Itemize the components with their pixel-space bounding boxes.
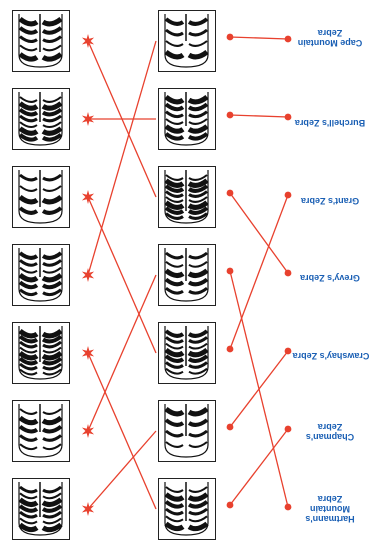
left-stripe-panel-1	[12, 10, 70, 72]
middle-stripe-panel-4	[158, 244, 216, 306]
zebra-stripe-pattern-icon	[13, 89, 68, 148]
panel-dot-7	[227, 502, 234, 509]
star-marker-4	[82, 268, 94, 282]
label-burchells-zebra: Burchell's Zebra	[286, 118, 374, 128]
left-stripe-panel-5	[12, 322, 70, 384]
zebra-stripe-pattern-icon	[13, 245, 68, 304]
label-link-line-2	[230, 115, 288, 117]
middle-stripe-panel-1	[158, 10, 216, 72]
label-grevys-zebra: Grevy's Zebra	[290, 273, 370, 283]
label-cape-mountain-zebra: Cape Mountain Zebra	[290, 28, 370, 48]
zebra-stripe-pattern-icon	[159, 167, 214, 226]
left-stripe-panel-7	[12, 478, 70, 540]
zebra-stripe-pattern-icon	[13, 479, 68, 538]
panel-dot-6	[227, 424, 234, 431]
zebra-stripe-pattern-icon	[159, 11, 214, 70]
star-marker-6	[82, 424, 94, 438]
zebra-stripe-pattern-icon	[13, 11, 68, 70]
zebra-stripe-pattern-icon	[159, 89, 214, 148]
middle-stripe-panel-2	[158, 88, 216, 150]
left-stripe-panel-3	[12, 166, 70, 228]
zebra-stripe-pattern-icon	[13, 401, 68, 460]
zebra-stripe-pattern-icon	[159, 479, 214, 538]
middle-stripe-panel-5	[158, 322, 216, 384]
label-link-line-6	[230, 351, 288, 427]
panel-dot-1	[227, 34, 234, 41]
label-link-line-3	[230, 193, 288, 273]
left-stripe-panel-2	[12, 88, 70, 150]
star-marker-3	[82, 190, 94, 204]
panel-dot-2	[227, 112, 234, 119]
star-link-line-7	[88, 431, 156, 509]
star-link-line-3	[88, 197, 156, 353]
label-link-line-1	[230, 37, 288, 39]
middle-stripe-panel-6	[158, 400, 216, 462]
label-chapmans-zebra: Chapman's Zebra	[290, 422, 370, 442]
zebra-stripe-pattern-icon	[159, 323, 214, 382]
zebra-stripe-pattern-icon	[13, 167, 68, 226]
label-grants-zebra: Grant's Zebra	[290, 196, 370, 206]
panel-dot-4	[227, 268, 234, 275]
star-marker-5	[82, 346, 94, 360]
zebra-stripe-pattern-icon	[159, 401, 214, 460]
label-link-line-7	[230, 429, 288, 505]
zebra-stripe-pattern-icon	[13, 323, 68, 382]
star-link-line-4	[88, 41, 156, 275]
star-link-line-5	[88, 353, 156, 509]
left-stripe-panel-4	[12, 244, 70, 306]
label-link-line-5	[230, 195, 288, 349]
label-hartmanns-mountain-zebra: Hartmann's Mountain Zebra	[290, 494, 370, 524]
middle-stripe-panel-3	[158, 166, 216, 228]
label-crawshays-zebra: Crawshay's Zebra	[286, 351, 376, 361]
star-link-line-6	[88, 275, 156, 431]
star-marker-1	[82, 34, 94, 48]
panel-dot-5	[227, 346, 234, 353]
zebra-stripe-pattern-icon	[159, 245, 214, 304]
panel-dot-3	[227, 190, 234, 197]
middle-stripe-panel-7	[158, 478, 216, 540]
left-stripe-panel-6	[12, 400, 70, 462]
